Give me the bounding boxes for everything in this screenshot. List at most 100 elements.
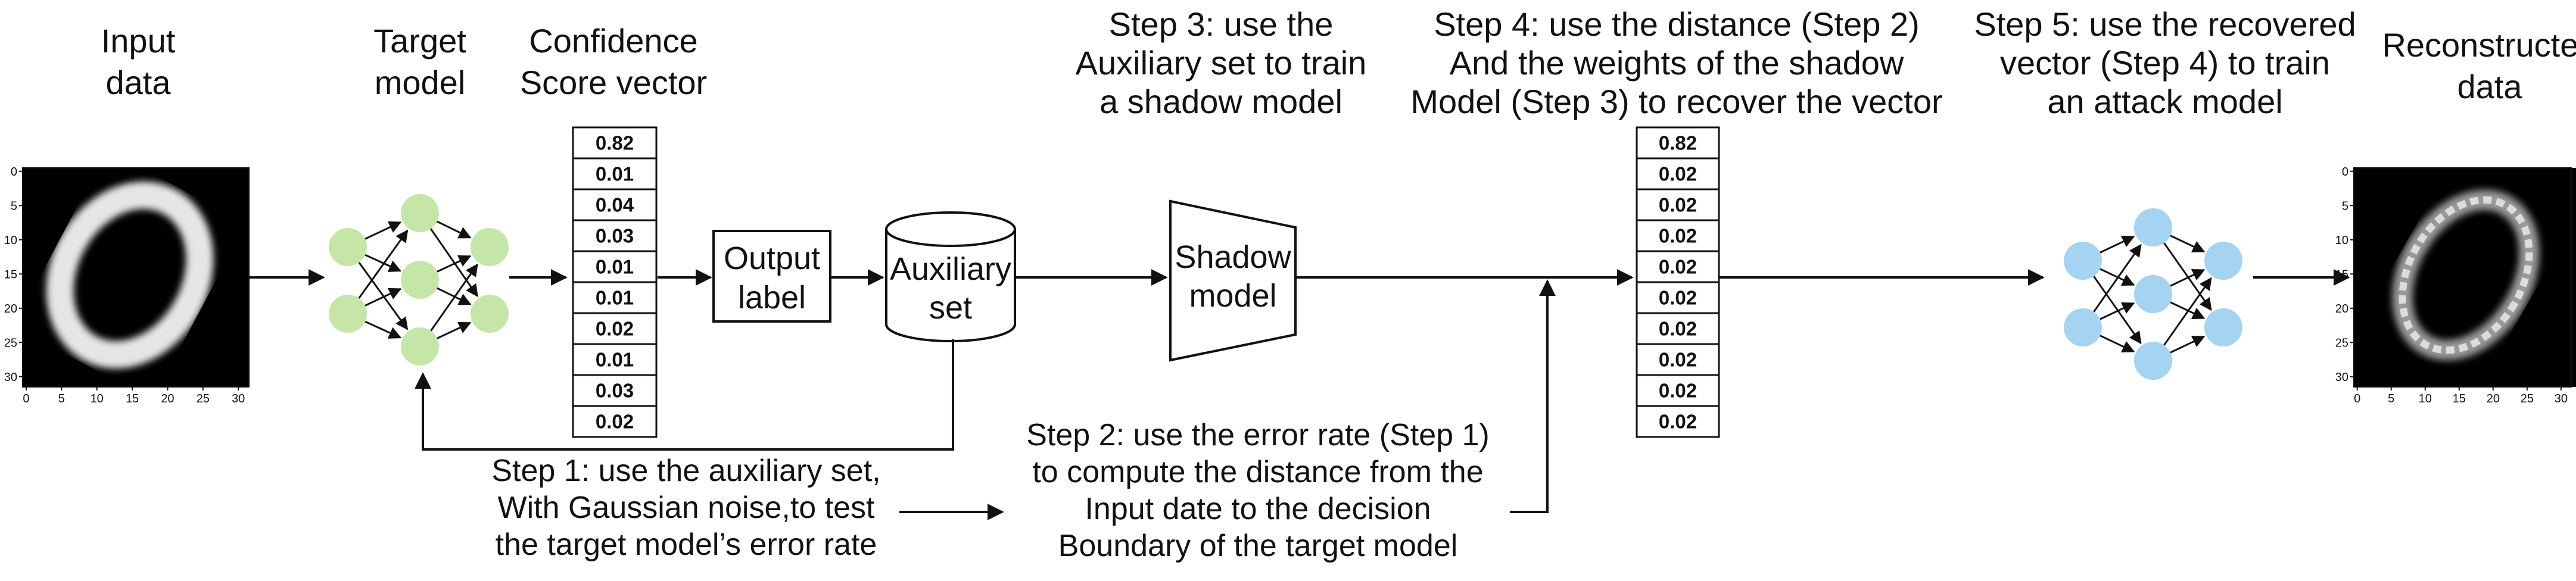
- step5-line2: vector (Step 4) to train: [2000, 44, 2330, 82]
- reconstructed-image-ytick-label: 20: [2335, 302, 2348, 316]
- confidence-vector-cell: [572, 405, 658, 438]
- output-label-line2: label: [738, 280, 806, 316]
- recovered-vector: 0.820.020.020.020.020.020.020.020.020.02: [1636, 126, 1720, 438]
- header-confidence-line2: Score vector: [520, 64, 707, 101]
- step3-line2: Auxiliary set to train: [1076, 44, 1367, 82]
- attack-model-node: [2134, 275, 2172, 313]
- step2-line4: Boundary of the target model: [1058, 529, 1458, 563]
- attack-model-edge: [2100, 236, 2135, 254]
- step1-line2: With Gaussian noise,to test: [498, 491, 876, 525]
- confidence-vector-value: 0.01: [596, 163, 634, 185]
- attack-model-edge: [2170, 301, 2206, 319]
- confidence-vector-value: 0.01: [596, 255, 634, 277]
- attack-model-node: [2204, 242, 2242, 280]
- input-image-xtick-label: 15: [126, 392, 139, 405]
- recovered-vector-cell: [1636, 312, 1720, 345]
- auxiliary-set-cylinder: Auxiliary set: [885, 211, 1016, 342]
- reconstructed-image-ytick-label: 5: [2342, 199, 2348, 213]
- recovered-vector-value: 0.02: [1659, 317, 1697, 339]
- confidence-vector-value: 0.01: [596, 348, 634, 370]
- target-model-node: [401, 194, 439, 232]
- attack-model-edge: [2093, 276, 2142, 345]
- reconstructed-image-xtick-label: 20: [2487, 392, 2500, 405]
- cylinder-body: [885, 229, 1016, 342]
- target-model-edge: [429, 228, 478, 298]
- step4-line2: And the weights of the shadow: [1450, 44, 1904, 82]
- input-image-ytick-label: 15: [4, 268, 17, 281]
- auxiliary-line1: Auxiliary: [890, 251, 1011, 287]
- confidence-vector-cell: [572, 157, 658, 190]
- target-model-node: [471, 228, 509, 266]
- input-image-ytick-label: 5: [11, 199, 17, 213]
- attack-model-edge: [2163, 242, 2212, 311]
- target-model-node: [401, 327, 439, 366]
- step2-line1: Step 2: use the error rate (Step 1): [1026, 418, 1490, 452]
- shadow-model-trapezoid: [1169, 199, 1297, 362]
- reconstructed-image-xtick-label: 10: [2419, 392, 2432, 405]
- shadow-model: Shadow model: [1169, 199, 1297, 362]
- input-image-ytick-label: 0: [11, 165, 17, 179]
- attack-model-edge: [2100, 302, 2135, 320]
- step5-line1: Step 5: use the recovered: [1974, 5, 2356, 43]
- input-image-ytick-label: 20: [4, 302, 17, 316]
- confidence-vector-cell: [572, 281, 658, 314]
- attack-model-node: [2134, 342, 2172, 380]
- reconstructed-image-ytick-label: 15: [2335, 268, 2348, 281]
- target-model-edge: [358, 262, 409, 330]
- confidence-vector-cell: [572, 188, 658, 221]
- input-digit-stroke: [46, 182, 214, 368]
- shadow-line2: model: [1189, 278, 1276, 314]
- target-model-edges: [358, 220, 478, 339]
- attack-model-node: [2134, 208, 2172, 246]
- input-image-ytick-label: 25: [4, 336, 17, 349]
- attack-model-edge: [2170, 269, 2206, 287]
- confidence-vector-value: 0.04: [596, 193, 634, 215]
- target-model-edge: [430, 263, 478, 332]
- confidence-vector-value: 0.82: [596, 132, 634, 154]
- cylinder-top: [885, 211, 1016, 247]
- recovered-vector-cell: [1636, 405, 1720, 438]
- confidence-vector-cell: [572, 374, 658, 407]
- input-image-xtick-label: 30: [232, 392, 245, 405]
- attack-model-edge: [2170, 336, 2206, 354]
- confidence-vector-cell: [572, 250, 658, 283]
- target-model-edge: [365, 221, 402, 240]
- recovered-vector-cell: [1636, 281, 1720, 314]
- header-step5: Step 5: use the recovered vector (Step 4…: [1974, 5, 2356, 120]
- header-input-line2: data: [106, 64, 172, 101]
- input-image-xtick-label: 25: [197, 392, 210, 405]
- attack-model-edge: [2100, 268, 2135, 286]
- target-model-node: [401, 261, 439, 299]
- input-image-ytick-label: 30: [4, 371, 17, 384]
- attack-model-node: [2204, 308, 2242, 346]
- recovered-vector-value: 0.02: [1659, 379, 1697, 401]
- target-model-edge: [358, 229, 409, 299]
- recovered-vector-value: 0.82: [1659, 132, 1697, 154]
- target-model-node: [329, 295, 367, 333]
- input-image-xtick-label: 20: [161, 392, 174, 405]
- attack-model-edges: [2093, 235, 2212, 354]
- reconstructed-image-xtick-label: 25: [2521, 392, 2534, 405]
- header-reconstructed-line1: Reconstructed: [2382, 26, 2576, 64]
- recovered-vector-cell: [1636, 157, 1720, 190]
- step3-line3: a shadow model: [1099, 83, 1342, 120]
- recovered-vector-value: 0.02: [1659, 163, 1697, 185]
- recovered-vector-value: 0.02: [1659, 255, 1697, 277]
- step4-line1: Step 4: use the distance (Step 2): [1434, 5, 1920, 43]
- recovered-vector-cell: [1636, 343, 1720, 376]
- attack-model-edge: [2170, 235, 2206, 252]
- recovered-vector-cell: [1636, 188, 1720, 221]
- reconstructed-image-xtick-label: 15: [2453, 392, 2466, 405]
- attack-model-edge: [2093, 243, 2142, 313]
- reconstructed-image-frame: [2353, 167, 2572, 388]
- step2-line2: to compute the distance from the: [1032, 455, 1483, 489]
- output-label-line1: Output: [724, 240, 820, 276]
- header-reconstructed: Reconstructed data: [2382, 26, 2576, 105]
- header-step3: Step 3: use the Auxiliary set to train a…: [1076, 5, 1367, 120]
- arrow-step2-to-main: [1510, 279, 1556, 513]
